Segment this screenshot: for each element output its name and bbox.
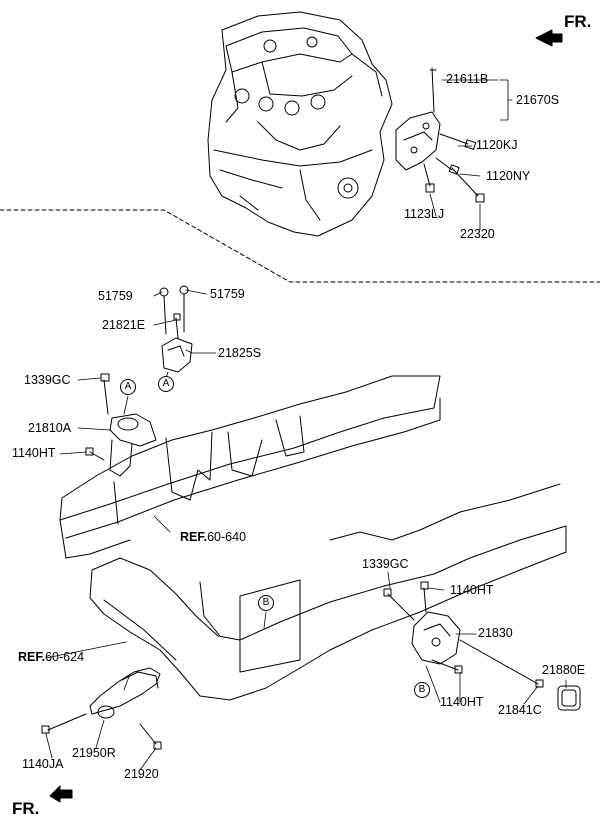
part-label-51759-right: 51759	[210, 287, 245, 301]
fr-arrow-top-icon	[535, 29, 563, 47]
part-label-51759-left: 51759	[98, 289, 133, 303]
engine-bracket	[395, 67, 485, 203]
ref-60-624-number: 60-624	[45, 650, 85, 664]
part-label-1120KJ: 1120KJ	[476, 138, 518, 152]
part-label-22320: 22320	[460, 227, 495, 241]
callout-a-upper: A	[120, 379, 136, 395]
part-label-21950R: 21950R	[72, 746, 116, 760]
ref-60-624-prefix: REF.	[18, 650, 46, 664]
rear-mount	[41, 667, 162, 750]
ref-60-640-prefix: REF.	[180, 530, 208, 544]
part-label-1140HT-left: 1140HT	[12, 446, 56, 460]
callout-a-lower: A	[158, 376, 174, 392]
section-separator	[0, 209, 600, 283]
ref-60-640-number: 60-640	[207, 530, 247, 544]
part-label-21821E: 21821E	[102, 318, 146, 332]
fr-arrow-bottom-icon	[49, 785, 73, 803]
part-label-1140HT-lower: 1140HT	[440, 695, 484, 709]
part-label-21810A: 21810A	[28, 421, 72, 435]
part-label-21611B: 21611B	[446, 72, 489, 86]
front-bracket	[159, 285, 193, 373]
part-label-1339GC-left: 1339GC	[24, 373, 71, 387]
ref-60-640[interactable]: REF.60-640	[180, 531, 246, 544]
subframe-front	[59, 375, 441, 559]
callout-b-right: B	[414, 682, 430, 698]
part-label-21830: 21830	[478, 626, 513, 640]
right-mount	[383, 581, 581, 711]
part-label-1140JA: 1140JA	[22, 757, 64, 771]
part-label-21825S: 21825S	[218, 346, 262, 360]
left-mount	[85, 373, 157, 477]
part-label-1140HT-upper: 1140HT	[450, 583, 494, 597]
leader-lines	[45, 79, 567, 771]
part-label-1120NY: 1120NY	[486, 169, 531, 183]
ref-60-624[interactable]: REF.60-624	[18, 651, 84, 664]
part-label-21920: 21920	[124, 767, 159, 781]
engine-assembly	[207, 11, 393, 237]
front-direction-label-top: FR.	[564, 12, 592, 31]
callout-b-left: B	[258, 595, 274, 611]
front-direction-label-bottom: FR.	[12, 799, 40, 818]
part-label-21880E: 21880E	[542, 663, 586, 677]
part-label-21841C: 21841C	[498, 703, 542, 717]
part-label-1339GC-right: 1339GC	[362, 557, 409, 571]
part-label-1123LJ: 1123LJ	[404, 207, 445, 221]
part-label-21670S: 21670S	[516, 93, 560, 107]
subframe-rear	[89, 483, 567, 701]
